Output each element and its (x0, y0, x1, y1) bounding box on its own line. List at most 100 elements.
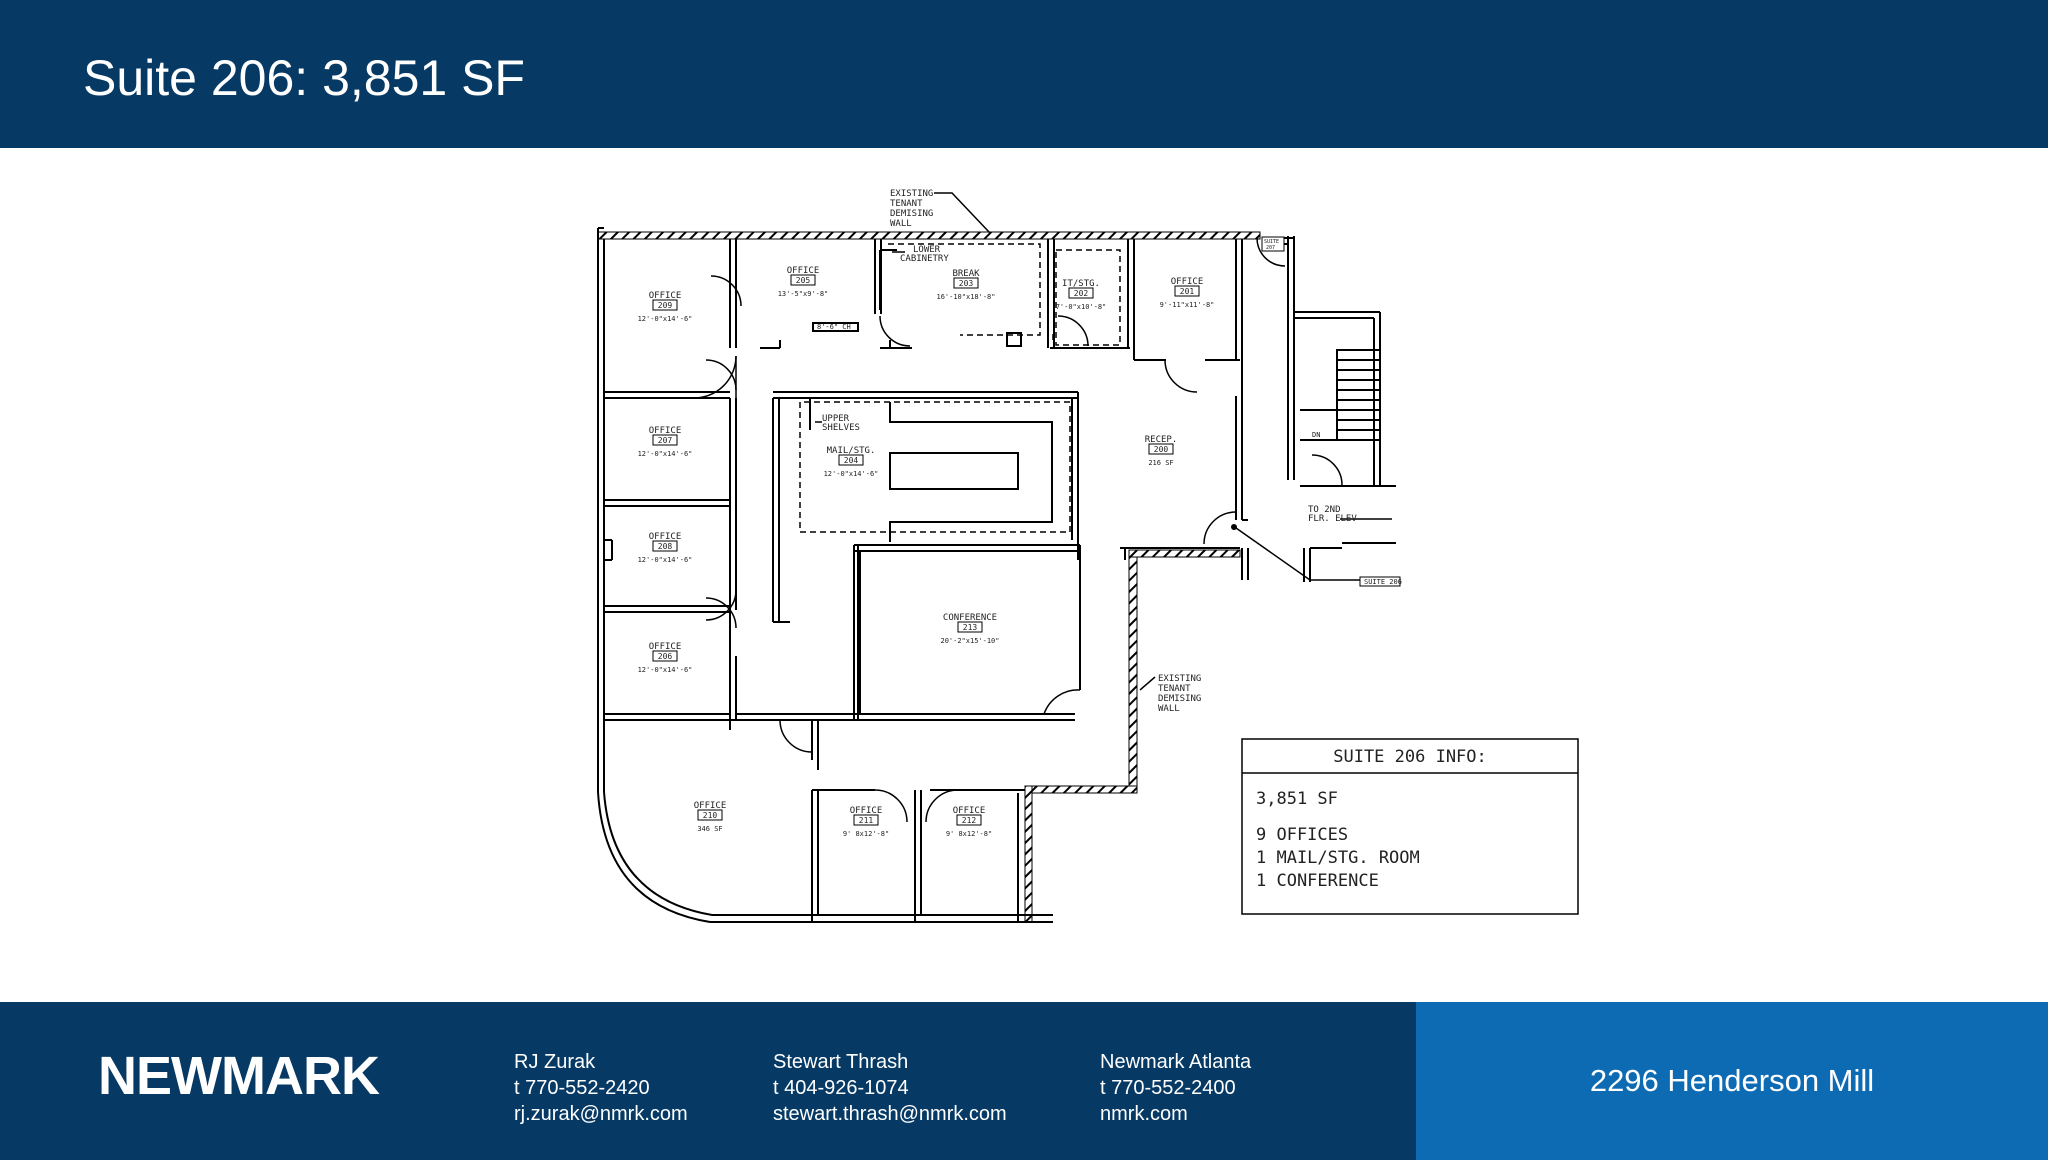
ceiling-height-tag: 8'-6" CH (817, 323, 851, 331)
svg-text:203: 203 (959, 279, 974, 288)
info-line-mail: 1 MAIL/STG. ROOM (1256, 848, 1420, 868)
svg-text:RECEP.: RECEP. (1145, 435, 1178, 445)
svg-text:204: 204 (844, 456, 859, 465)
svg-text:OFFICE: OFFICE (1171, 277, 1204, 287)
svg-text:202: 202 (1074, 289, 1089, 298)
contact-name: Newmark Atlanta (1100, 1051, 1252, 1073)
svg-text:205: 205 (796, 276, 811, 285)
room-labels: OFFICE20912'-0"x14'-6"OFFICE20513'-5"x9'… (638, 266, 1215, 838)
contact-newmark-atlanta: Newmark Atlanta t 770-552-2400 nmrk.com (1100, 1049, 1251, 1127)
suite-marker (1231, 524, 1237, 530)
svg-text:IT/STG.: IT/STG. (1062, 279, 1100, 289)
svg-text:12'-0"x14'-6": 12'-0"x14'-6" (638, 315, 693, 323)
svg-text:9' 8x12'-8": 9' 8x12'-8" (843, 830, 889, 838)
svg-text:201: 201 (1180, 287, 1195, 296)
contact-stewart-thrash: Stewart Thrash t 404-926-1074 stewart.th… (773, 1049, 1007, 1127)
leader-lines (815, 192, 1392, 691)
svg-text:13'-5"x9'-8": 13'-5"x9'-8" (778, 290, 829, 298)
svg-text:12'-0"x14'-6": 12'-0"x14'-6" (638, 450, 693, 458)
contact-email[interactable]: rj.zurak@nmrk.com (514, 1103, 688, 1125)
fixtures (799, 243, 1121, 533)
svg-text:16'-10"x18'-8": 16'-10"x18'-8" (936, 293, 995, 301)
demising-walls (597, 231, 1261, 923)
svg-text:210: 210 (703, 811, 718, 820)
svg-text:200: 200 (1154, 445, 1169, 454)
contact-phone[interactable]: t 770-552-2420 (514, 1077, 650, 1099)
svg-text:CONFERENCE: CONFERENCE (943, 613, 997, 623)
contact-name: Stewart Thrash (773, 1051, 909, 1073)
contact-email[interactable]: stewart.thrash@nmrk.com (773, 1103, 1007, 1125)
svg-text:OFFICE: OFFICE (953, 806, 986, 816)
contact-phone[interactable]: t 404-926-1074 (773, 1077, 909, 1099)
svg-text:212: 212 (962, 816, 977, 825)
svg-text:MAIL/STG.: MAIL/STG. (827, 446, 876, 456)
info-line-offices: 9 OFFICES (1256, 825, 1348, 845)
svg-text:OFFICE: OFFICE (649, 642, 682, 652)
svg-text:213: 213 (963, 623, 978, 632)
svg-text:209: 209 (658, 301, 673, 310)
svg-text:216 SF: 216 SF (1148, 459, 1173, 467)
svg-text:SUITE 206: SUITE 206 (1364, 578, 1402, 586)
footer-contacts-bar (0, 1002, 1416, 1160)
stair-dn-label: DN (1312, 431, 1320, 439)
room-label-204: MAIL/STG.204 12'-0"x14'-6" (824, 446, 879, 478)
newmark-logo[interactable]: NEWMARK (98, 1046, 380, 1106)
svg-text:12'-0"x14'-6": 12'-0"x14'-6" (824, 470, 879, 478)
suite-tag: SUITE 206 (1359, 576, 1402, 587)
svg-text:206: 206 (658, 652, 673, 661)
svg-text:OFFICE: OFFICE (649, 291, 682, 301)
property-address: 2296 Henderson Mill (1589, 1063, 1875, 1098)
svg-text:346 SF: 346 SF (697, 825, 722, 833)
svg-text:12'-0"x14'-6": 12'-0"x14'-6" (638, 666, 693, 674)
svg-text:OFFICE: OFFICE (850, 806, 883, 816)
mail-shelving (604, 249, 1053, 720)
contact-phone[interactable]: t 770-552-2400 (1100, 1077, 1236, 1099)
svg-text:BREAK: BREAK (952, 269, 980, 279)
svg-text:20'-2"x15'-10": 20'-2"x15'-10" (940, 637, 999, 645)
info-line-conference: 1 CONFERENCE (1256, 871, 1379, 891)
header-bar: Suite 206: 3,851 SF (0, 0, 2048, 148)
room-label-200: RECEP.200 216 SF (1145, 435, 1178, 467)
info-line-area: 3,851 SF (1256, 789, 1338, 809)
svg-text:207: 207 (658, 436, 673, 445)
page-title: Suite 206: 3,851 SF (83, 50, 525, 106)
svg-text:OFFICE: OFFICE (694, 801, 727, 811)
svg-text:OFFICE: OFFICE (649, 532, 682, 542)
contact-rj-zurak: RJ Zurak t 770-552-2420 rj.zurak@nmrk.co… (514, 1049, 688, 1127)
svg-text:OFFICE: OFFICE (787, 266, 820, 276)
exterior-walls (597, 227, 1053, 923)
footer-address-bar (1416, 1002, 2048, 1160)
interior-walls (604, 239, 1243, 922)
svg-text:OFFICE: OFFICE (649, 426, 682, 436)
door-swings (693, 237, 1343, 823)
contact-website[interactable]: nmrk.com (1100, 1103, 1188, 1125)
svg-text:12'-0"x14'-6": 12'-0"x14'-6" (638, 556, 693, 564)
svg-text:9'-11"x11'-8": 9'-11"x11'-8" (1160, 301, 1215, 309)
svg-text:7'-0"x10'-8": 7'-0"x10'-8" (1056, 303, 1107, 311)
svg-text:9' 8x12'-8": 9' 8x12'-8" (946, 830, 992, 838)
info-box-title: SUITE 206 INFO: (1333, 747, 1487, 767)
stair-core (1241, 236, 1396, 582)
contact-name: RJ Zurak (514, 1051, 596, 1073)
